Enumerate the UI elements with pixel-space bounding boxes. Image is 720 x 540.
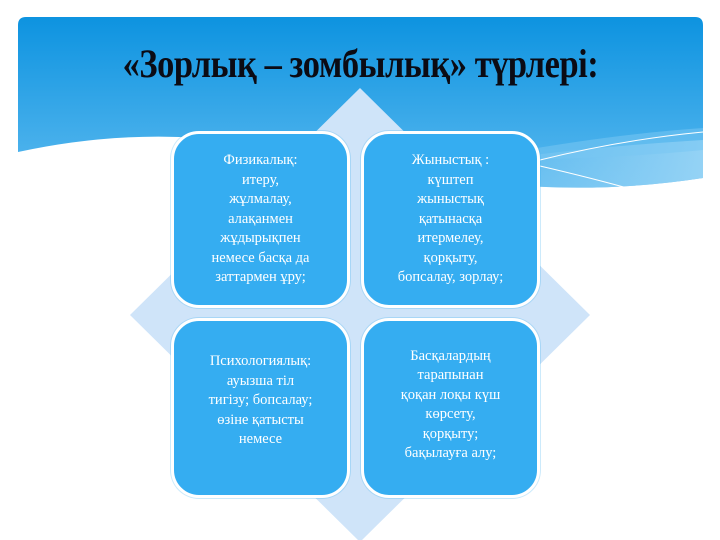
threat-control-box: Басқалардың тарапынан қоқан лоқы күш көр… <box>361 318 540 498</box>
psychological-violence-text: Психологиялық: ауызша тіл тигізу; бопсал… <box>208 353 313 448</box>
physical-violence-text: Физикалық: итеру, жұлмалау, алақанмен жұ… <box>211 152 310 286</box>
physical-violence-box: Физикалық: итеру, жұлмалау, алақанмен жұ… <box>171 131 350 308</box>
sexual-violence-text: Жыныстық : күштеп жыныстық қатынасқа ите… <box>397 152 504 286</box>
header-line-1 <box>539 131 704 161</box>
psychological-violence-box: Психологиялық: ауызша тіл тигізу; бопсал… <box>171 318 350 498</box>
header-line-2 <box>539 165 646 194</box>
slide-title: «Зорлық – зомбылық» түрлері: <box>122 41 599 86</box>
threat-control-text: Басқалардың тарапынан қоқан лоқы күш көр… <box>400 347 501 462</box>
sexual-violence-box: Жыныстық : күштеп жыныстық қатынасқа ите… <box>361 131 540 308</box>
